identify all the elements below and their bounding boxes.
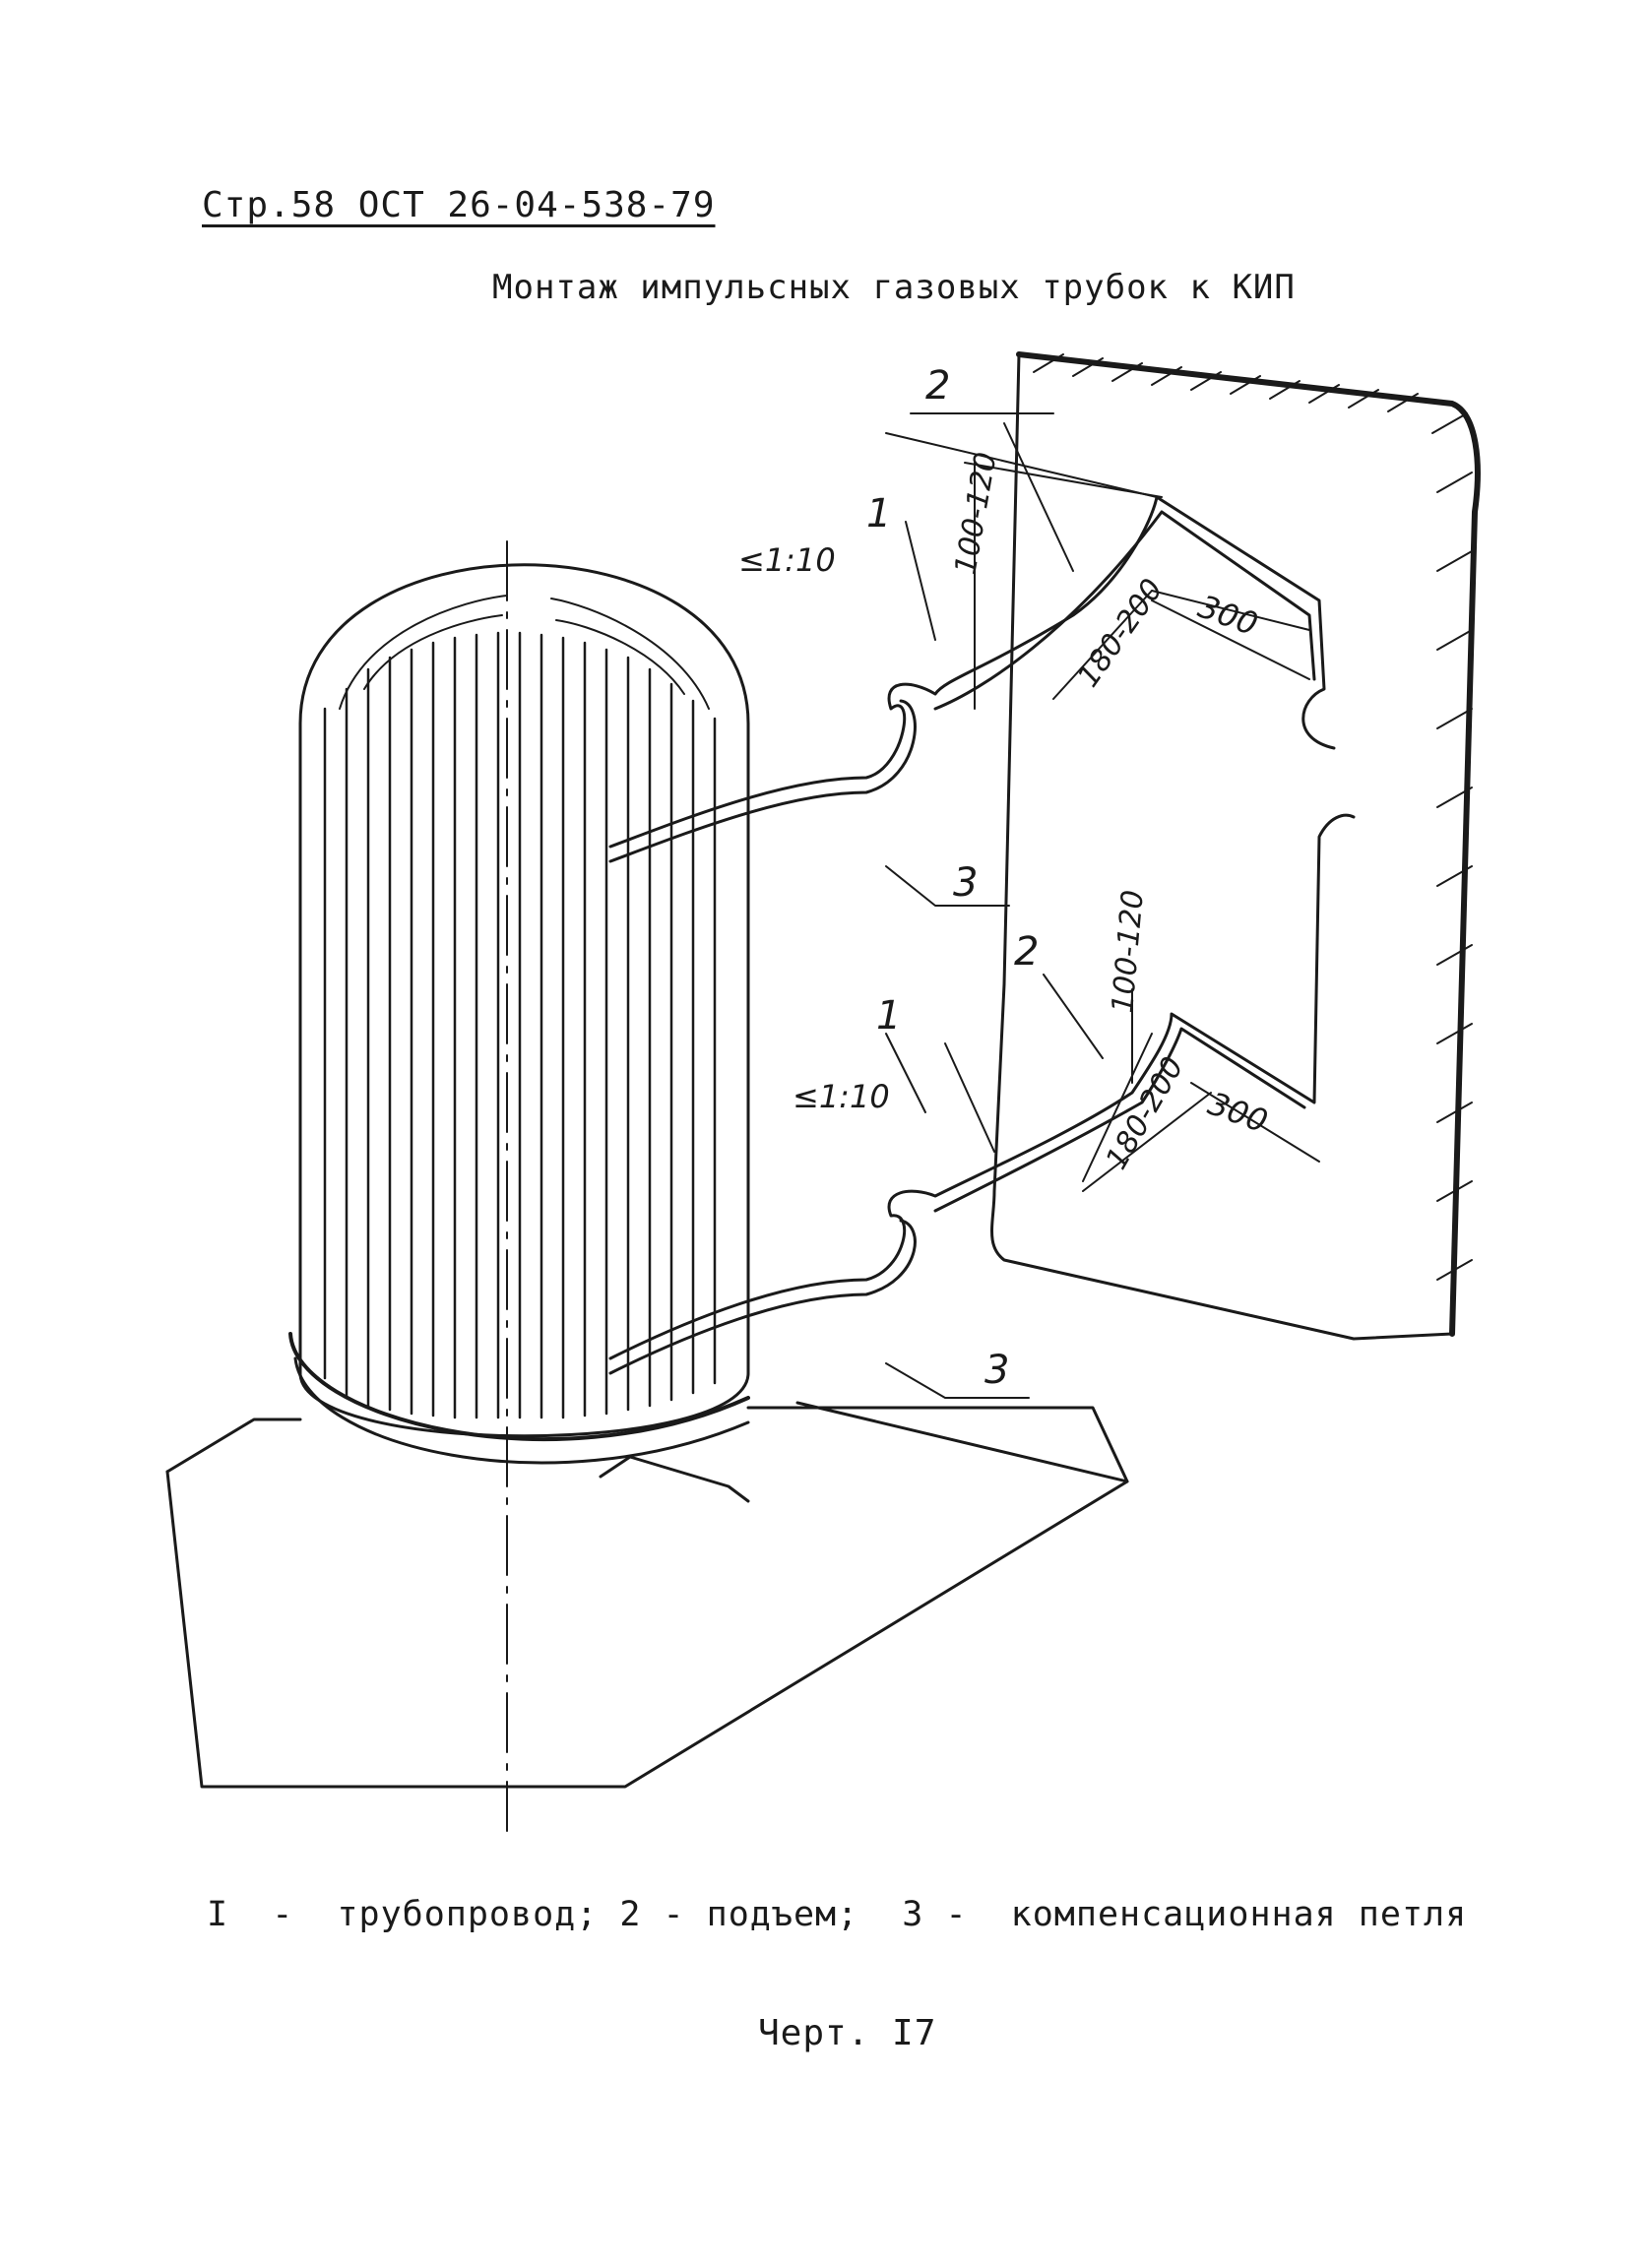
label-lower-len: 300 [1203,1085,1272,1141]
label-upper-3: 3 [953,860,978,906]
figure-title: Монтаж импульсных газовых трубок к КИП [492,268,1296,307]
base-platform [165,1418,302,1474]
label-upper-height: 100-120 [948,450,1003,578]
label-lower-3: 3 [984,1348,1009,1393]
label-lower-height: 100-120 [1106,889,1151,1015]
vessel [288,563,750,1465]
label-upper-rise: 180-200 [1071,573,1171,694]
label-upper-len: 300 [1193,588,1262,644]
label-lower-1: 1 [876,993,901,1039]
wall-panel [990,351,1481,1341]
label-upper-2: 2 [925,363,950,409]
figure-legend: I - трубопровод; 2 - подъем; 3 - компенс… [207,1895,1468,1934]
label-lower-2: 2 [1014,929,1039,975]
lower-impulse-tube [608,813,1356,1375]
label-upper-1: 1 [866,491,891,536]
figure-caption: Черт. I7 [758,2013,937,2053]
page-header: Стр.58 ОСТ 26-04-538-79 [202,185,716,225]
label-upper-slope: ≤1:10 [738,541,836,579]
label-lower-slope: ≤1:10 [793,1078,890,1115]
label-lower-rise: 180-200 [1100,1051,1191,1175]
